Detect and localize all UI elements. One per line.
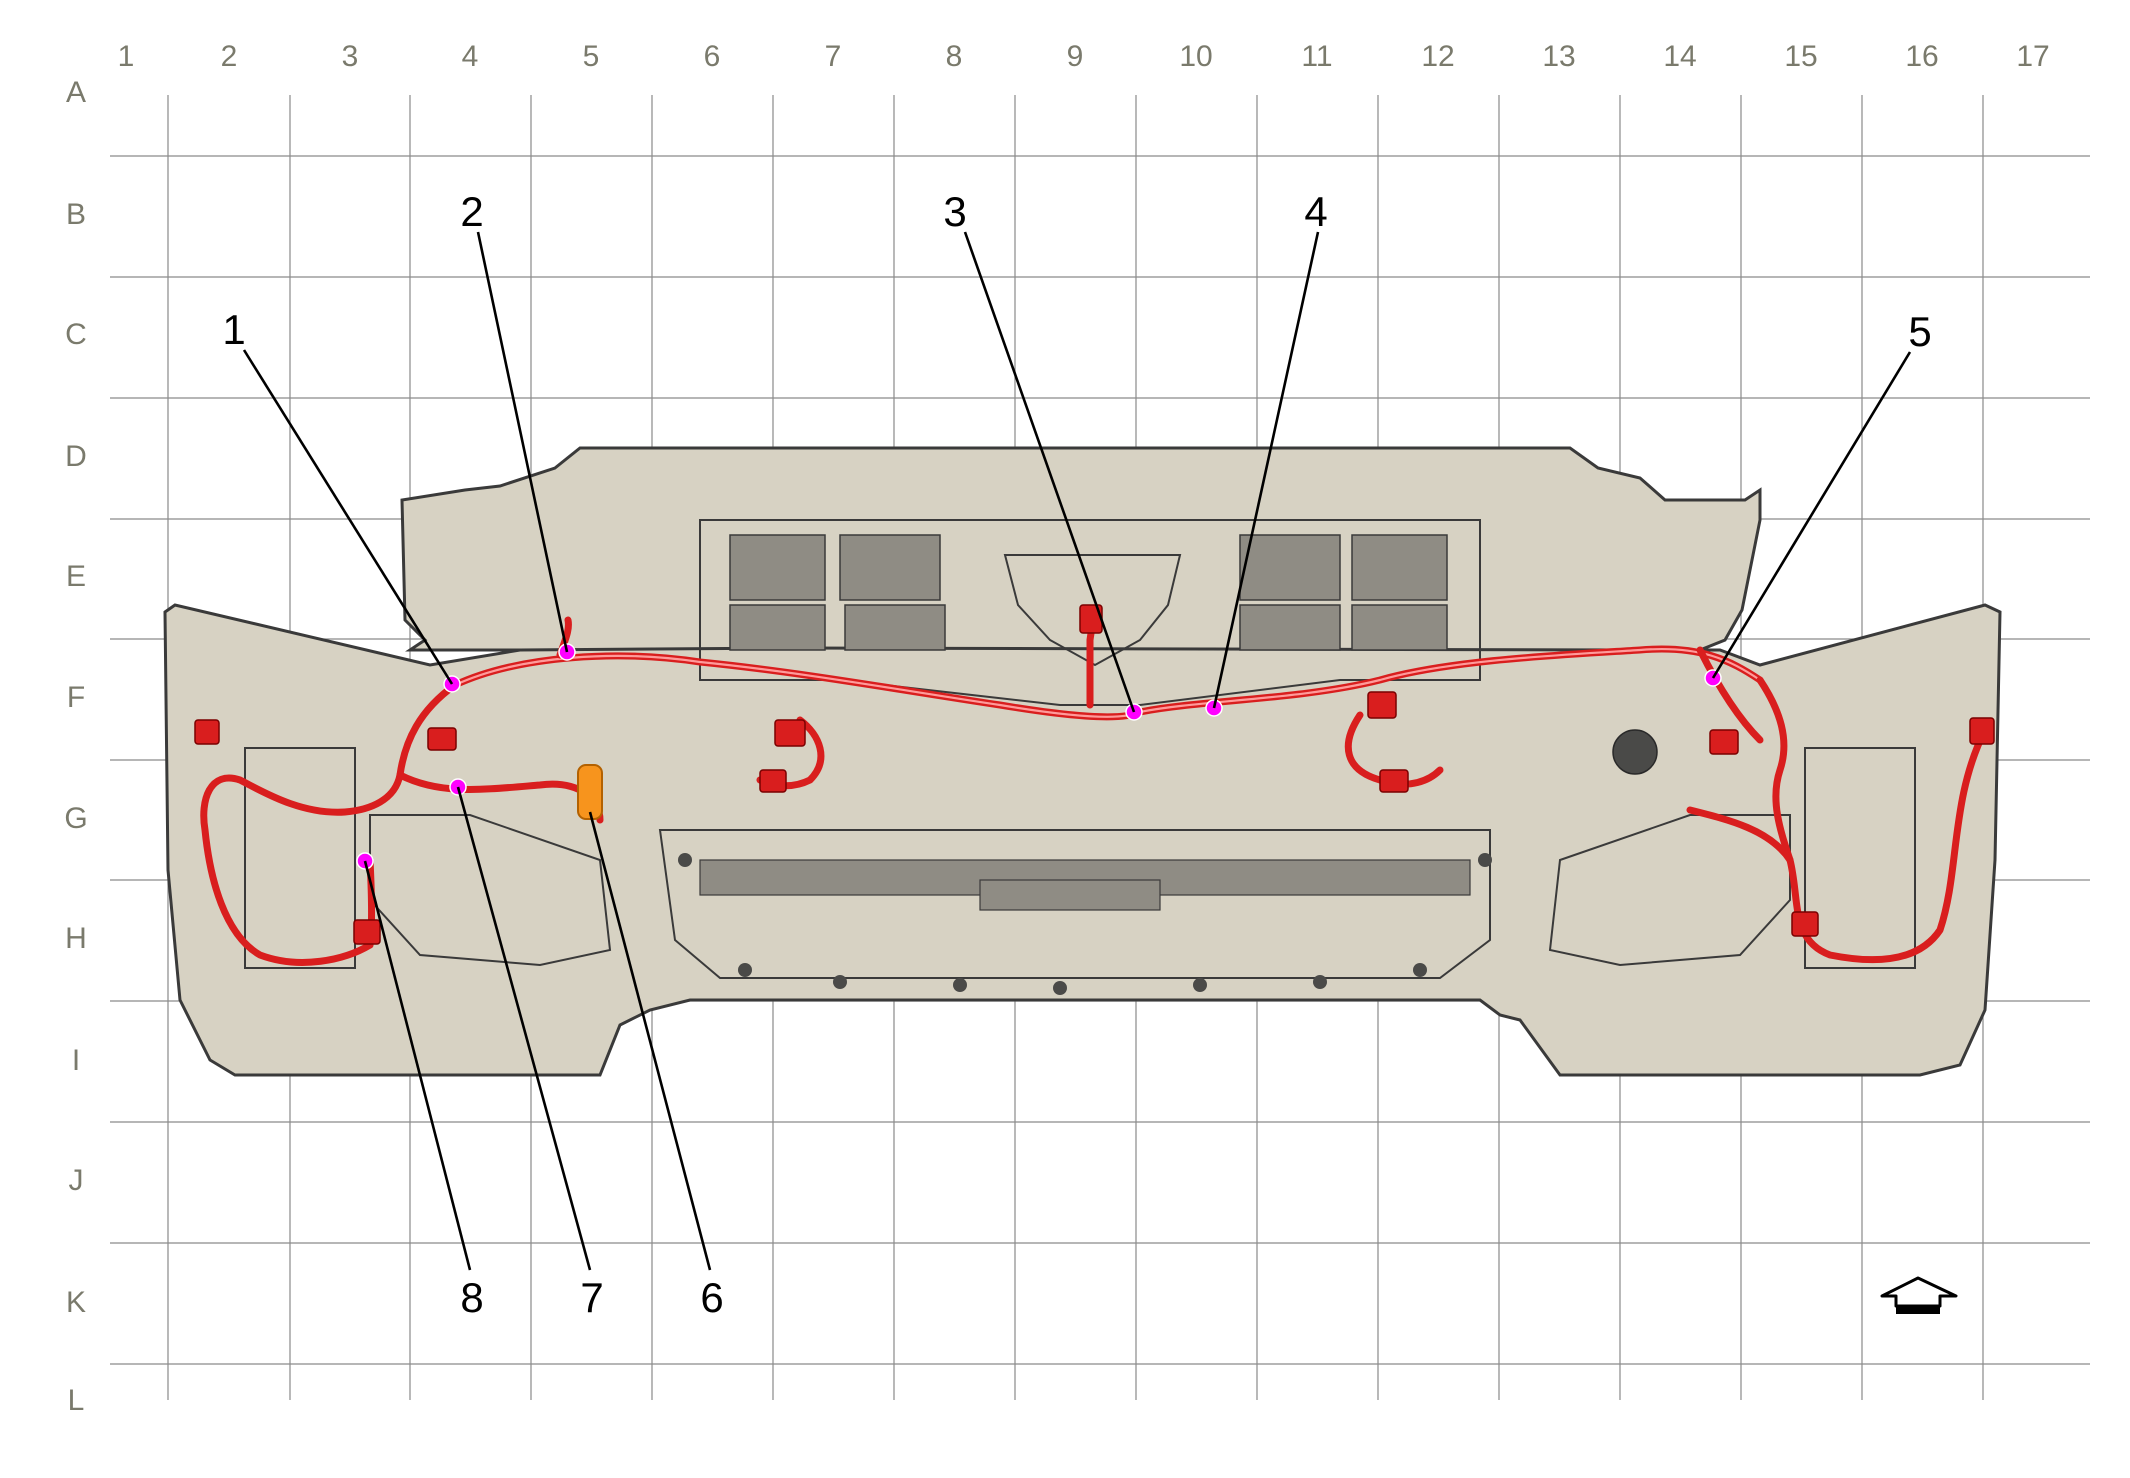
col-label: 8 <box>946 40 963 73</box>
callout-5: 5 <box>1908 308 1931 355</box>
row-label: D <box>65 440 87 473</box>
col-label: 13 <box>1542 40 1575 73</box>
col-label: 2 <box>221 40 238 73</box>
callout-6: 6 <box>700 1274 723 1321</box>
column-labels: 1 2 3 4 5 6 7 8 9 10 11 12 13 14 15 16 1… <box>118 40 2050 73</box>
grille-outline <box>699 519 1481 706</box>
row-label: C <box>65 318 87 351</box>
lower-grille-mesh <box>699 859 1471 911</box>
connectors <box>194 604 1995 945</box>
col-label: 15 <box>1784 40 1817 73</box>
callout-8: 8 <box>460 1274 483 1321</box>
col-label: 9 <box>1067 40 1084 73</box>
col-label: 6 <box>704 40 721 73</box>
callout-leaders <box>242 231 1912 1271</box>
callout-3: 3 <box>943 188 966 235</box>
left-marker-bracket <box>244 747 356 969</box>
row-label: I <box>72 1044 80 1077</box>
upper-grille-mesh <box>729 534 1448 651</box>
col-label: 3 <box>342 40 359 73</box>
col-label: 16 <box>1905 40 1938 73</box>
row-label: A <box>66 76 86 109</box>
col-label: 5 <box>583 40 600 73</box>
row-label: K <box>66 1286 86 1319</box>
row-label: H <box>65 922 87 955</box>
col-label: 7 <box>825 40 842 73</box>
right-marker-bracket <box>1804 747 1916 969</box>
mounting-holes <box>678 853 1492 995</box>
col-label: 14 <box>1663 40 1696 73</box>
callout-numbers: 1 2 3 4 5 6 7 8 <box>222 188 1931 1321</box>
emblem-crest <box>1003 554 1182 667</box>
callout-2: 2 <box>460 188 483 235</box>
col-label: 17 <box>2016 40 2049 73</box>
row-labels: A B C D E F G H I J K L <box>64 76 87 1417</box>
callout-4: 4 <box>1304 188 1327 235</box>
col-label: 10 <box>1179 40 1212 73</box>
row-label: J <box>69 1164 84 1197</box>
row-label: G <box>64 802 87 835</box>
highlighted-component <box>577 764 603 820</box>
col-label: 4 <box>462 40 479 73</box>
row-label: L <box>68 1384 85 1417</box>
lower-grille-outline <box>658 829 1491 979</box>
row-label: B <box>66 198 86 231</box>
row-label: F <box>67 681 85 714</box>
lower-fascia <box>163 603 2002 1077</box>
col-label: 1 <box>118 40 135 73</box>
front-bumper-fascia <box>163 446 2002 1077</box>
col-label: 11 <box>1301 40 1332 73</box>
tow-hook-cover <box>1612 729 1658 775</box>
arrow-up-icon <box>1880 1276 1958 1314</box>
callout-1: 1 <box>222 306 245 353</box>
callout-7: 7 <box>580 1274 603 1321</box>
col-label: 12 <box>1421 40 1454 73</box>
row-label: E <box>66 560 86 593</box>
